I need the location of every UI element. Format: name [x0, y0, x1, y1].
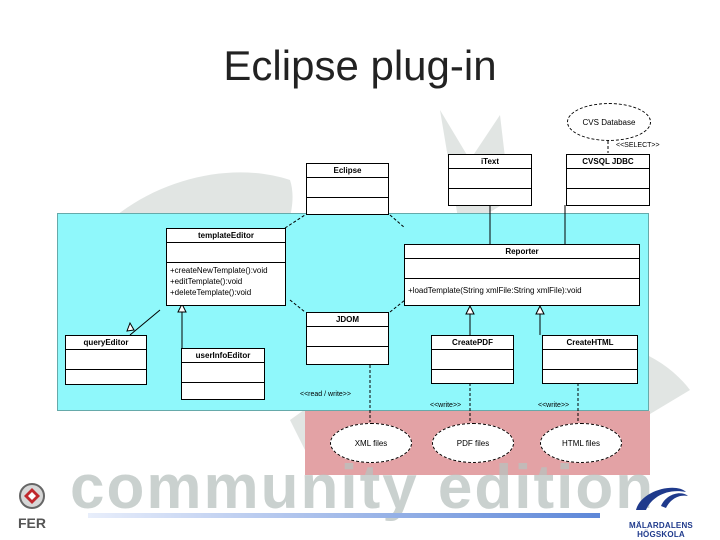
method-edit-template: +editTemplate():void [170, 277, 243, 286]
slide-title: Eclipse plug-in [223, 42, 497, 89]
fer-logo-text: FER [18, 515, 46, 531]
class-cvsql-jdbc-name: CVSQL JDBC [567, 155, 649, 169]
method-delete-template: +deleteTemplate():void [170, 288, 252, 297]
class-create-html-name: CreateHTML [543, 336, 637, 350]
class-create-pdf-name: CreatePDF [432, 336, 513, 350]
fer-logo: FER [10, 482, 54, 532]
pdf-files-node: PDF files [432, 423, 514, 463]
class-query-editor: queryEditor [65, 335, 147, 385]
class-create-pdf: CreatePDF [431, 335, 514, 384]
cvs-database-node: CVS Database [567, 103, 651, 141]
class-reporter-name: Reporter [405, 245, 639, 259]
class-user-info-editor: userInfoEditor [181, 348, 265, 400]
read-write-label: <<read / write>> [300, 391, 351, 398]
method-load-template: +loadTemplate(String xmlFile:String xmlF… [408, 286, 582, 295]
class-query-editor-name: queryEditor [66, 336, 146, 350]
mdh-emblem-icon [636, 487, 688, 510]
cvs-database-label: CVS Database [582, 117, 636, 127]
class-itext: iText [448, 154, 532, 206]
class-create-html: CreateHTML [542, 335, 638, 384]
mdh-logo: MÄLARDALENS HÖGSKOLA [606, 480, 716, 539]
footer-gradient-bar [88, 513, 600, 518]
method-create-new-template: +createNewTemplate():void [170, 266, 268, 275]
html-files-node: HTML files [540, 423, 622, 463]
class-cvsql-jdbc: CVSQL JDBC [566, 154, 650, 206]
pdf-files-label: PDF files [456, 438, 490, 448]
xml-files-label: XML files [354, 438, 388, 448]
watermark-text: community edition [70, 453, 656, 522]
class-user-info-editor-name: userInfoEditor [182, 349, 264, 363]
html-files-label: HTML files [562, 438, 600, 448]
xml-files-node: XML files [330, 423, 412, 463]
write-label-pdf: <<write>> [430, 402, 462, 409]
class-jdom: JDOM [306, 312, 389, 365]
class-eclipse-name: Eclipse [307, 164, 388, 178]
class-template-editor: templateEditor +createNewTemplate():void… [166, 228, 286, 306]
class-reporter: Reporter +loadTemplate(String xmlFile:St… [404, 244, 640, 306]
select-label: <<SELECT>> [616, 142, 660, 149]
write-label-html: <<write>> [538, 402, 570, 409]
class-jdom-name: JDOM [307, 313, 388, 327]
mdh-logo-text: MÄLARDALENS HÖGSKOLA [629, 521, 693, 539]
class-template-editor-name: templateEditor [167, 229, 285, 243]
class-eclipse: Eclipse [306, 163, 389, 215]
fer-emblem-icon [19, 483, 45, 509]
class-itext-name: iText [449, 155, 531, 169]
